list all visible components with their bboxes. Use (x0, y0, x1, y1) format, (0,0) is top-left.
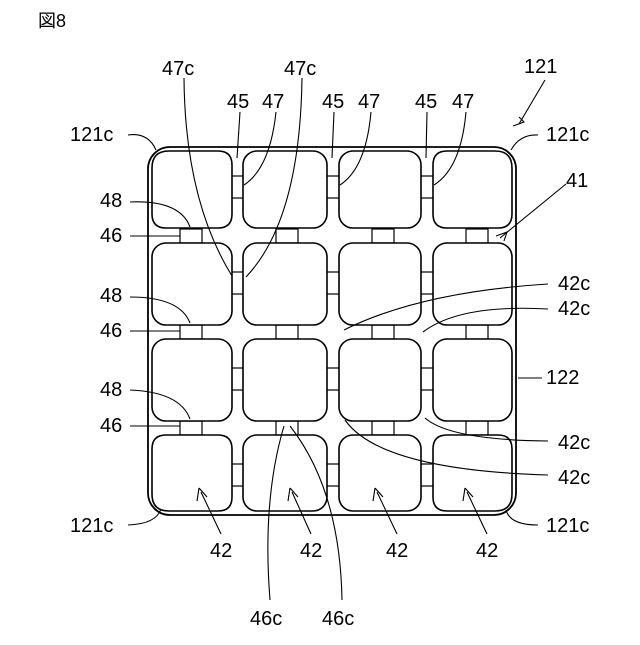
cell-r3c3 (339, 339, 421, 421)
label-42c-fourth: 42c (558, 467, 590, 489)
label-41: 41 (566, 170, 588, 192)
label-48-third: 48 (100, 379, 122, 401)
label-42-second: 42 (300, 540, 322, 562)
label-46c-left: 46c (250, 608, 282, 630)
label-46-first: 46 (100, 225, 122, 247)
label-47c-left: 47c (162, 58, 194, 80)
cell-r1c3 (339, 151, 421, 228)
label-121c-bottom-right: 121c (546, 515, 589, 537)
label-121c-top-left: 121c (70, 124, 113, 146)
label-42c-second: 42c (558, 298, 590, 320)
cell-r1c4 (433, 151, 512, 228)
label-121c-bottom-left: 121c (70, 515, 113, 537)
label-45-second: 45 (322, 91, 344, 113)
label-42-first: 42 (210, 540, 232, 562)
cell-r1c2 (243, 151, 327, 228)
cell-r2c3 (339, 243, 421, 325)
cell-r3c1 (152, 339, 232, 421)
label-121: 121 (524, 56, 557, 78)
label-45-first: 45 (227, 91, 249, 113)
label-47-second: 47 (358, 91, 380, 113)
label-42-fourth: 42 (476, 540, 498, 562)
cell-r2c2 (243, 243, 327, 325)
label-46c-right: 46c (322, 608, 354, 630)
cell-r3c2 (243, 339, 327, 421)
label-48-second: 48 (100, 285, 122, 307)
label-42c-first: 42c (558, 273, 590, 295)
label-122: 122 (546, 367, 579, 389)
label-45-third: 45 (415, 91, 437, 113)
figure-title: 図8 (38, 11, 66, 31)
label-46-third: 46 (100, 415, 122, 437)
label-42-third: 42 (386, 540, 408, 562)
label-46-second: 46 (100, 320, 122, 342)
label-47-third: 47 (452, 91, 474, 113)
cell-r4c2 (243, 435, 327, 511)
label-47-first: 47 (262, 91, 284, 113)
label-121c-top-right: 121c (546, 124, 589, 146)
label-42c-third: 42c (558, 432, 590, 454)
cell-r4c1 (152, 435, 232, 511)
label-48-first: 48 (100, 190, 122, 212)
label-47c-right: 47c (284, 58, 316, 80)
cell-r3c4 (433, 339, 512, 421)
cell-r1c1 (152, 151, 232, 228)
